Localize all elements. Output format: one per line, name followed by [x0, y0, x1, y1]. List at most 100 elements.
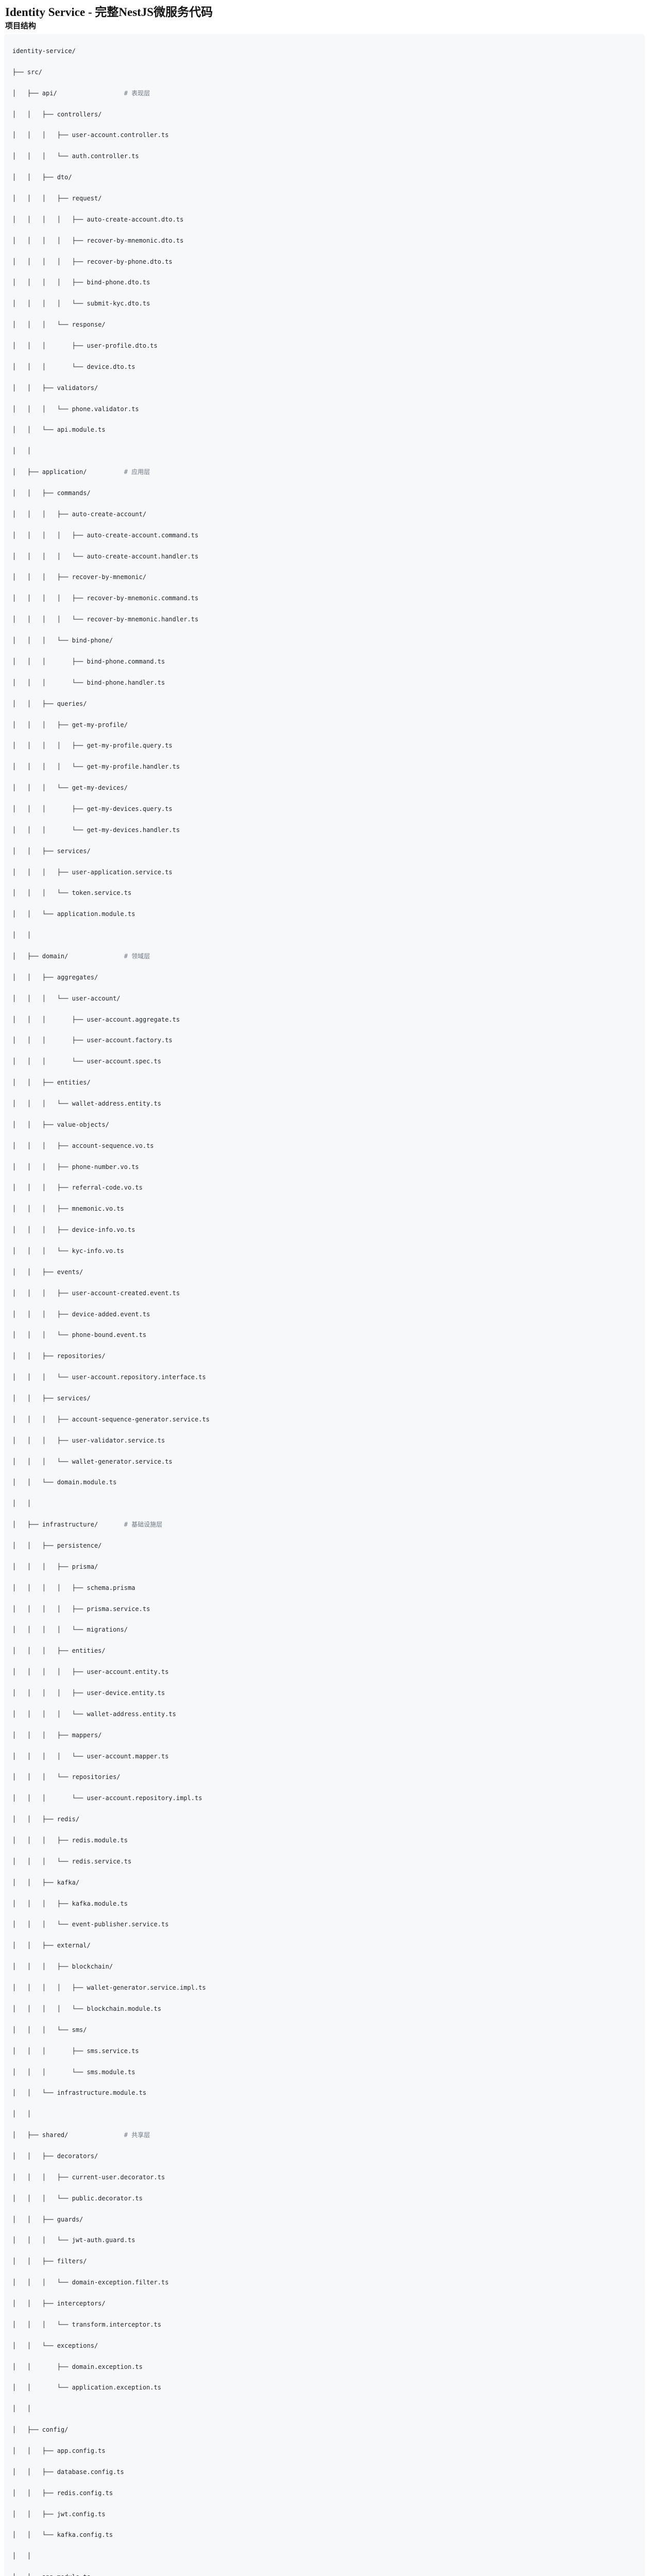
tree-line: │ │ │ ├── referral-code.vo.ts [12, 1184, 143, 1192]
tree-layer-comment: # 表现层 [124, 89, 150, 97]
tree-line: │ │ │ └── transform.interceptor.ts [12, 2320, 161, 2328]
tree-line: │ │ │ ├── kafka.module.ts [12, 1900, 128, 1907]
tree-line: │ │ │ ├── request/ [12, 195, 102, 202]
tree-line: │ │ │ │ ├── recover-by-mnemonic.command.… [12, 595, 199, 602]
tree-line: │ │ │ │ ├── schema.prisma [12, 1584, 135, 1591]
tree-line: │ │ │ ├── redis.module.ts [12, 1837, 128, 1844]
tree-line: │ │ └── application.module.ts [12, 910, 135, 918]
tree-line: │ │ │ ├── current-user.decorator.ts [12, 2173, 165, 2181]
tree-line: │ │ ├── decorators/ [12, 2152, 98, 2160]
tree-line: │ │ ├── repositories/ [12, 1352, 106, 1360]
tree-line: identity-service/ [12, 47, 76, 55]
tree-line: │ │ │ └── device.dto.ts [12, 363, 135, 370]
tree-line: │ │ ├── domain.exception.ts [12, 2363, 143, 2370]
tree-line: │ │ │ ├── sms.service.ts [12, 2047, 139, 2055]
tree-line: │ ├── api/ # 表现层 [12, 89, 150, 97]
tree-line: │ │ ├── controllers/ [12, 110, 102, 118]
tree-line: │ │ │ │ ├── user-account.entity.ts [12, 1668, 169, 1676]
tree-line: │ │ │ │ └── migrations/ [12, 1626, 128, 1634]
tree-line: │ │ │ ├── get-my-devices.query.ts [12, 805, 173, 812]
tree-line: │ │ ├── app.config.ts [12, 2447, 106, 2454]
tree-line: │ │ │ └── phone-bound.event.ts [12, 1331, 147, 1339]
tree-line: │ │ │ └── repositories/ [12, 1773, 121, 1781]
tree-line: │ │ │ │ ├── auto-create-account.command.… [12, 531, 199, 539]
tree-line: │ ├── config/ [12, 2426, 69, 2434]
file-tree-code-block: identity-service/ ├── src/ │ ├── api/ # 表现… [4, 34, 645, 2576]
tree-layer-comment: # 领域层 [124, 952, 150, 960]
tree-line: │ │ │ ├── recover-by-mnemonic/ [12, 573, 147, 581]
tree-line: │ │ │ └── bind-phone.handler.ts [12, 679, 165, 686]
tree-line: │ │ │ └── sms/ [12, 2026, 87, 2033]
tree-line: │ │ │ └── domain-exception.filter.ts [12, 2279, 169, 2286]
tree-line: │ │ ├── dto/ [12, 174, 72, 181]
tree-line: │ │ │ │ └── get-my-profile.handler.ts [12, 763, 180, 771]
tree-line: │ │ └── application.exception.ts [12, 2384, 161, 2392]
tree-line: │ │ │ └── user-account/ [12, 994, 121, 1002]
tree-line: │ │ │ └── jwt-auth.guard.ts [12, 2236, 135, 2244]
tree-line: │ │ └── domain.module.ts [12, 1479, 117, 1486]
tree-line: │ │ └── api.module.ts [12, 426, 106, 434]
tree-line: │ │ │ ├── account-sequence-generator.ser… [12, 1415, 210, 1423]
tree-line: │ │ │ ├── auto-create-account/ [12, 510, 147, 518]
tree-line: │ │ ├── validators/ [12, 384, 98, 392]
tree-line: │ │ │ └── user-account.spec.ts [12, 1058, 161, 1065]
tree-line: │ │ │ ├── user-validator.service.ts [12, 1436, 165, 1444]
tree-line: │ │ ├── entities/ [12, 1079, 91, 1087]
tree-line: │ │ │ │ ├── auto-create-account.dto.ts [12, 215, 184, 223]
tree-line: │ │ ├── filters/ [12, 2258, 87, 2265]
tree-layer-comment: # 共享层 [124, 2131, 150, 2139]
tree-line: │ │ │ └── phone.validator.ts [12, 405, 139, 413]
tree-line: │ │ │ │ ├── prisma.service.ts [12, 1605, 150, 1613]
tree-line: │ │ │ │ ├── recover-by-mnemonic.dto.ts [12, 236, 184, 244]
tree-line: │ │ ├── guards/ [12, 2215, 83, 2223]
tree-line: ├── src/ [12, 68, 42, 76]
tree-line: │ │ [12, 931, 31, 939]
tree-line: │ │ [12, 447, 31, 455]
tree-line: │ │ [12, 1500, 31, 1507]
tree-line: │ ├── shared/ # 共享层 [12, 2131, 150, 2139]
tree-line: │ │ │ └── get-my-devices.handler.ts [12, 826, 180, 834]
tree-line: │ │ │ └── wallet-generator.service.ts [12, 1458, 173, 1465]
tree-line: │ │ │ └── public.decorator.ts [12, 2194, 143, 2202]
tree-line: │ ├── infrastructure/ # 基础设施层 [12, 1521, 163, 1529]
tree-line: │ │ ├── redis/ [12, 1816, 80, 1823]
tree-line: │ │ │ ├── entities/ [12, 1647, 106, 1655]
tree-line: │ │ [12, 2405, 31, 2413]
tree-line: │ │ │ └── event-publisher.service.ts [12, 1921, 169, 1928]
tree-line: │ │ │ └── bind-phone/ [12, 637, 113, 645]
tree-line: │ │ │ ├── device-added.event.ts [12, 1310, 150, 1318]
tree-line: │ │ │ └── user-account.repository.impl.t… [12, 1794, 202, 1802]
tree-line: │ │ │ └── token.service.ts [12, 889, 132, 897]
tree-line: │ │ │ ├── bind-phone.command.ts [12, 657, 165, 665]
tree-line: │ │ │ │ ├── get-my-profile.query.ts [12, 742, 173, 750]
tree-line: │ │ │ └── wallet-address.entity.ts [12, 1099, 161, 1107]
tree-line: │ │ │ ├── mnemonic.vo.ts [12, 1205, 124, 1213]
tree-line: │ │ │ └── response/ [12, 321, 106, 329]
tree-line: │ │ │ ├── user-account.factory.ts [12, 1037, 173, 1044]
tree-line: │ │ │ │ └── blockchain.module.ts [12, 2005, 161, 2012]
tree-line: │ │ │ ├── user-profile.dto.ts [12, 342, 158, 350]
tree-line: │ │ ├── kafka/ [12, 1878, 80, 1886]
tree-line: │ │ │ ├── prisma/ [12, 1563, 98, 1570]
tree-line: │ │ │ │ └── submit-kyc.dto.ts [12, 300, 150, 308]
tree-line: │ │ │ ├── mappers/ [12, 1731, 102, 1739]
tree-line: │ │ ├── persistence/ [12, 1542, 102, 1550]
tree-line: │ │ ├── value-objects/ [12, 1121, 109, 1128]
section-heading-project-structure: 项目结构 [5, 22, 37, 30]
tree-line: │ │ ├── services/ [12, 1395, 91, 1402]
tree-line: │ │ ├── redis.config.ts [12, 2489, 113, 2497]
tree-line: │ │ ├── services/ [12, 847, 91, 855]
tree-line: │ │ └── infrastructure.module.ts [12, 2089, 147, 2097]
tree-line: │ │ ├── database.config.ts [12, 2468, 124, 2476]
tree-line: │ │ ├── commands/ [12, 489, 91, 497]
tree-line: │ │ │ ├── user-application.service.ts [12, 868, 173, 876]
tree-line: │ │ │ └── get-my-devices/ [12, 784, 128, 792]
tree-line: │ │ │ ├── user-account-created.event.ts [12, 1289, 180, 1297]
tree-line: │ │ │ │ ├── wallet-generator.service.imp… [12, 1984, 206, 1992]
tree-line: │ │ ├── aggregates/ [12, 973, 98, 981]
tree-line: │ │ ├── external/ [12, 1942, 91, 1950]
tree-line: │ │ │ └── kyc-info.vo.ts [12, 1247, 124, 1255]
tree-line: │ │ │ │ ├── recover-by-phone.dto.ts [12, 258, 173, 265]
tree-line: │ │ │ │ └── user-account.mapper.ts [12, 1752, 169, 1760]
tree-line: │ │ │ ├── device-info.vo.ts [12, 1226, 135, 1234]
